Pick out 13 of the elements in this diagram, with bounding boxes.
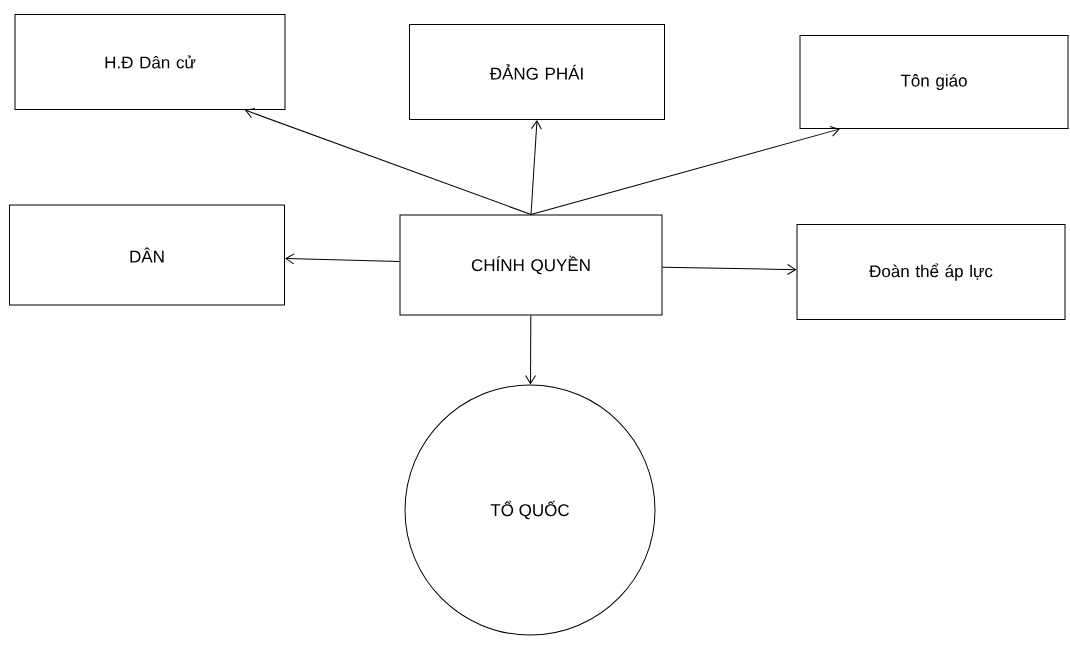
arrow xyxy=(530,120,542,215)
arrow xyxy=(245,107,532,215)
process-box: DÂN xyxy=(9,204,285,306)
process-box: H.Đ Dân cử xyxy=(14,14,286,110)
arrow xyxy=(662,264,797,275)
process-box: ĐẢNG PHÁI xyxy=(409,24,665,120)
process-box: CHÍNH QUYỀN xyxy=(399,214,663,316)
arrow xyxy=(530,126,840,215)
circle-node: TỔ QUỐC xyxy=(404,384,656,636)
arrow xyxy=(525,315,537,385)
arrow xyxy=(285,253,400,265)
process-box: Đoàn thể áp lực xyxy=(796,224,1066,320)
process-box: Tôn giáo xyxy=(799,35,1069,129)
